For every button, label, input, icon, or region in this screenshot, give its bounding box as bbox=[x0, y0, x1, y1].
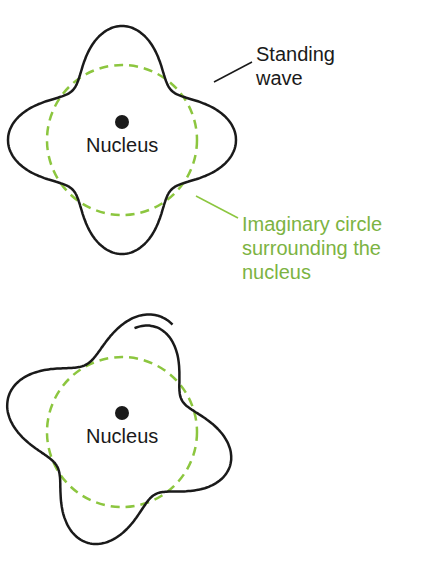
nucleus-dot bbox=[115, 115, 129, 129]
leader-line bbox=[214, 62, 252, 82]
standing-wave bbox=[7, 314, 231, 544]
wave-label: Standing wave bbox=[256, 42, 366, 90]
imaginary-circle bbox=[47, 65, 197, 215]
nucleus-label: Nucleus bbox=[86, 424, 158, 448]
nucleus-label: Nucleus bbox=[86, 133, 158, 157]
leader-line bbox=[196, 196, 238, 218]
nucleus-dot bbox=[115, 406, 129, 420]
standing-wave bbox=[8, 26, 236, 254]
circle-label: Imaginary circle surrounding the nucleus bbox=[242, 212, 422, 284]
imaginary-circle bbox=[47, 357, 197, 507]
